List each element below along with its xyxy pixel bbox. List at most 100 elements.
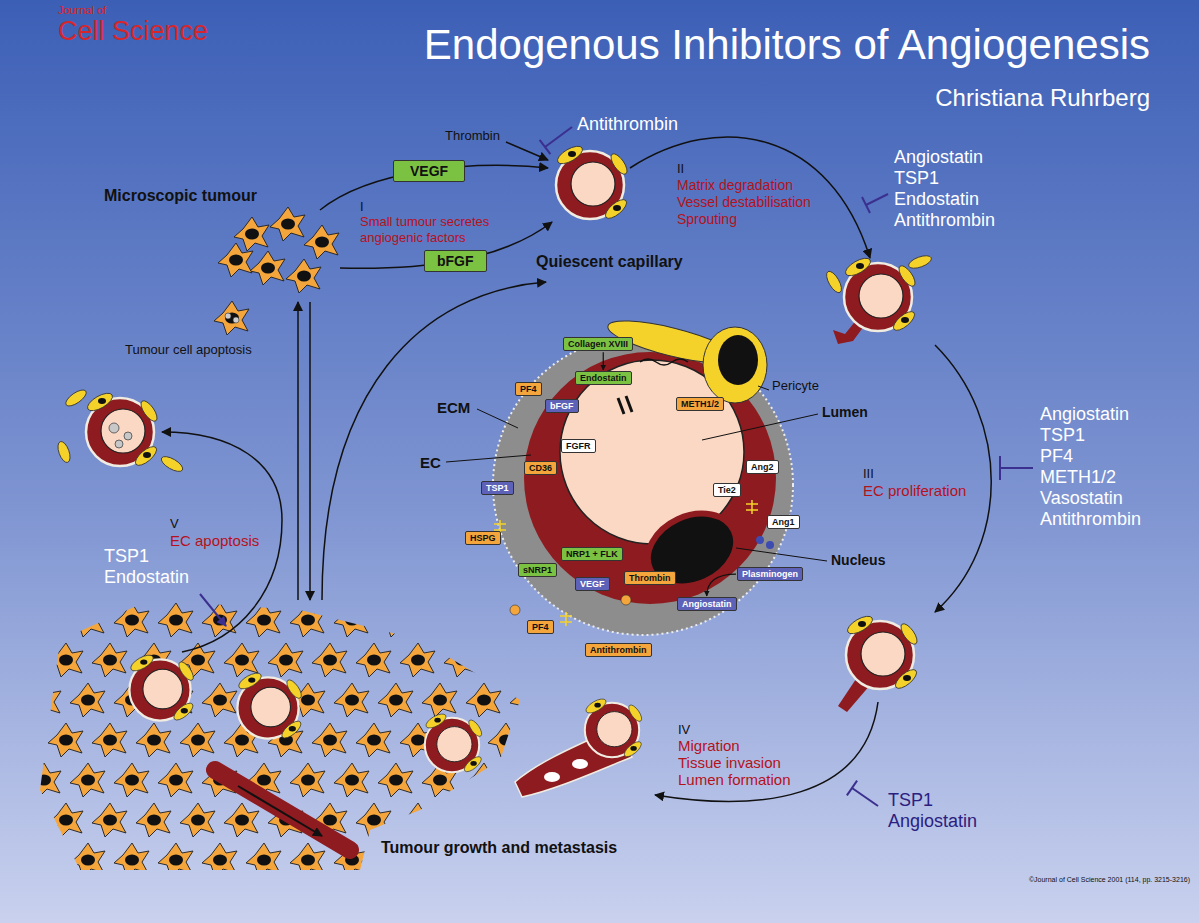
illustration-ellipse — [56, 440, 73, 464]
molecule-box: Tie2 — [713, 483, 741, 497]
text-label: TSP1 — [1040, 425, 1085, 447]
poster-title: Endogenous Inhibitors of Angiogenesis — [424, 20, 1150, 70]
molecule-box: PF4 — [515, 382, 542, 396]
text-label: ECM — [437, 399, 470, 417]
node-text: bFGF — [550, 401, 574, 411]
illustration-line — [736, 548, 827, 561]
node-text: METH1/2 — [681, 399, 719, 409]
molecule-box: bFGF — [545, 399, 579, 413]
node-text: CD36 — [529, 463, 552, 473]
text-label: Lumen — [822, 404, 868, 421]
illustration-use — [250, 251, 285, 285]
illustration-circle — [233, 317, 239, 323]
proliferating-capillary — [838, 613, 920, 712]
text-label: Vasostatin — [1040, 488, 1123, 510]
illustration-circle — [756, 536, 764, 544]
illustration-circle — [124, 432, 132, 440]
molecule-box: sNRP1 — [518, 563, 557, 577]
illustration-line — [540, 140, 551, 154]
node-text: Tie2 — [718, 485, 736, 495]
text-label: Endostatin — [894, 189, 979, 211]
illustration-use — [286, 259, 321, 293]
text-label: Endostatin — [104, 567, 189, 589]
illustration-use — [845, 613, 920, 692]
text-label: TSP1 — [104, 546, 149, 568]
illustration-ellipse — [703, 327, 767, 403]
text-label: Microscopic tumour — [104, 186, 257, 205]
molecule-box: Collagen XVIII — [563, 337, 633, 351]
illustration-path — [238, 786, 322, 836]
text-label: II — [677, 161, 684, 177]
text-label: Tumour cell apoptosis — [125, 342, 252, 358]
inhibition-bars — [200, 127, 1033, 806]
text-label: PF4 — [1040, 446, 1073, 468]
text-label: Tissue invasion — [678, 754, 781, 772]
text-label: Tumour growth and metastasis — [381, 838, 617, 857]
leader-lines — [446, 386, 827, 561]
connector-arrow — [603, 352, 604, 370]
molecule-box: VEGF — [575, 577, 610, 591]
molecule-box: Antithrombin — [585, 643, 652, 657]
node-text: Angiostatin — [682, 599, 732, 609]
text-label: EC apoptosis — [170, 532, 259, 550]
node-text: VEGF — [580, 579, 605, 589]
illustration-use — [85, 390, 160, 469]
molecule-box: Angiostatin — [677, 597, 737, 611]
illustration-line — [702, 414, 818, 440]
illustration-use — [234, 217, 269, 251]
text-label: IV — [678, 722, 690, 738]
illustration-line — [1000, 467, 1033, 469]
text-label: Angiostatin — [1040, 404, 1129, 426]
node-text: Endostatin — [580, 373, 627, 383]
node-text: PF4 — [532, 622, 549, 632]
text-label: Quiescent capillary — [536, 252, 683, 271]
text-label: Pericyte — [772, 378, 819, 394]
illustration-circle — [109, 423, 119, 433]
node-text: PF4 — [520, 384, 537, 394]
node-text: Plasminogen — [742, 569, 798, 579]
illustration-ellipse — [544, 772, 560, 782]
illustration-use — [584, 696, 644, 759]
illustration-circle — [510, 605, 520, 615]
illustration-use — [128, 652, 196, 723]
illustration-path — [630, 137, 870, 258]
node-text: NRP1 + FLK — [566, 549, 618, 559]
molecule-box: TSP1 — [481, 481, 514, 495]
text-label: Cell Science — [58, 15, 208, 47]
illustration-line — [999, 456, 1001, 480]
illustration-ellipse — [572, 759, 588, 769]
sprouting-capillary — [824, 253, 933, 344]
text-label: Sprouting — [677, 211, 737, 228]
molecule-box: Ang2 — [746, 460, 779, 474]
text-label: Migration — [678, 737, 740, 755]
illustration-line — [626, 396, 632, 412]
molecule-box: METH1/2 — [676, 397, 724, 411]
molecule-box: PF4 — [527, 620, 554, 634]
text-label: III — [863, 466, 874, 482]
quiescent-capillary — [555, 143, 630, 222]
illustration-path — [309, 302, 311, 600]
text-label: EC — [420, 454, 441, 472]
molecule-box: HSPG — [465, 531, 501, 545]
node-text: Antithrombin — [590, 645, 647, 655]
illustration-ellipse — [824, 269, 845, 295]
illustration-ellipse — [907, 253, 933, 271]
text-label: METH1/2 — [1040, 467, 1116, 489]
illustration-line — [477, 409, 518, 428]
migrating-sprout — [515, 696, 644, 797]
text-label: Angiostatin — [888, 811, 977, 833]
illustration-ellipse — [159, 454, 185, 475]
text-label: Angiostatin — [894, 147, 983, 169]
text-label: Nucleus — [831, 552, 885, 569]
illustration-circle — [493, 335, 793, 635]
illustration-line — [866, 194, 888, 205]
illustration-path — [746, 500, 758, 514]
capillary-detail — [493, 312, 793, 635]
molecule-box: FGFR — [561, 439, 596, 453]
node-text: FGFR — [566, 441, 591, 451]
illustration-ellipse — [718, 335, 758, 385]
illustration-path — [935, 345, 991, 612]
